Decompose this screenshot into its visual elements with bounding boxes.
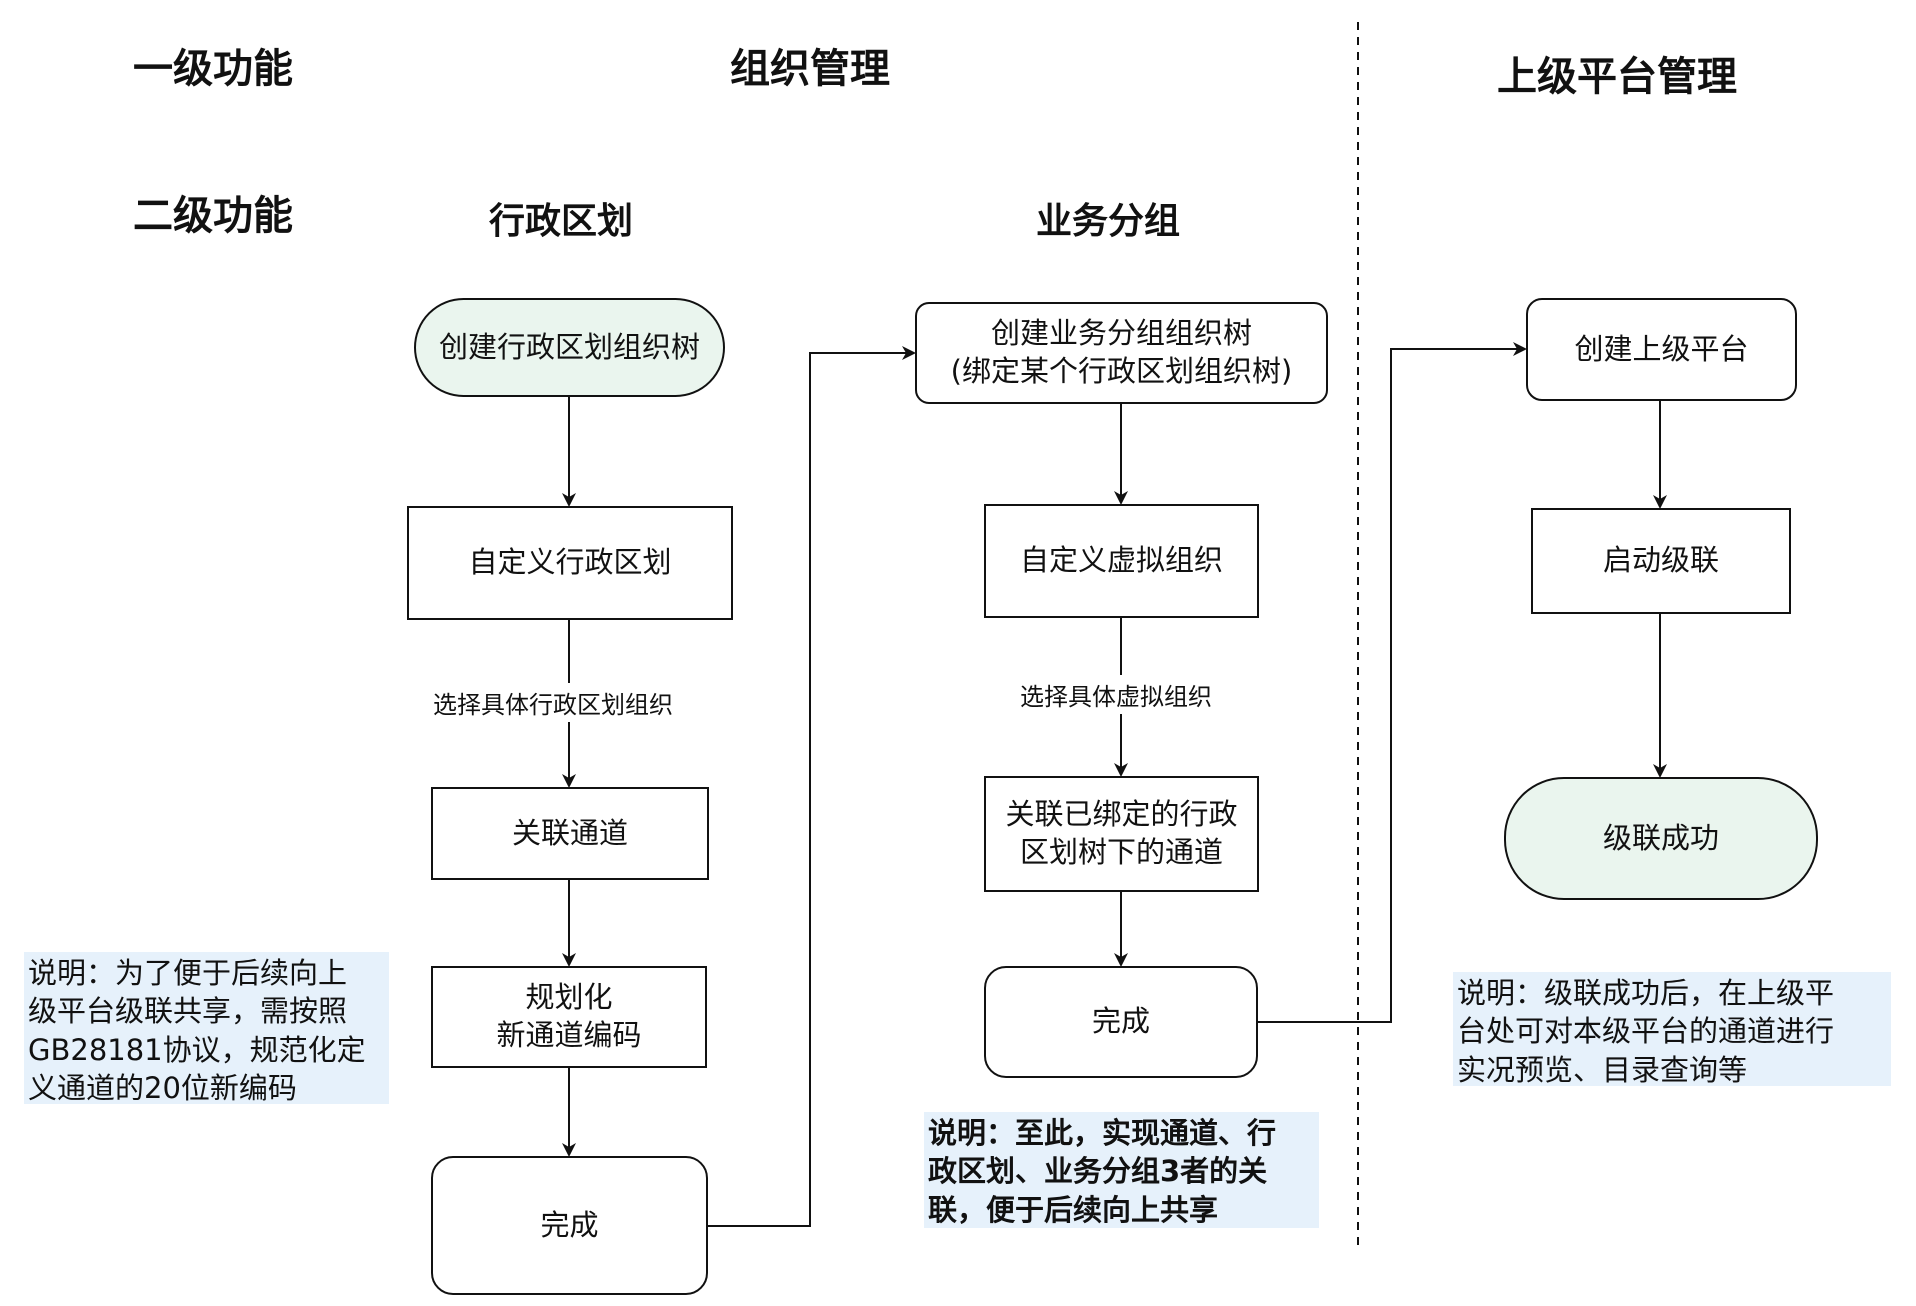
node-label: 完成 (1091, 1004, 1150, 1039)
column-title-admin-division: 行政区划 (489, 201, 634, 242)
node-link-bound-channels: 关联已绑定的行政 区划树下的通道 (984, 776, 1259, 892)
arrow-biz-done-to-upper (1258, 342, 1527, 1023)
node-label: 规划化 新通道编码 (496, 980, 642, 1052)
node-label: 自定义虚拟组织 (1019, 543, 1223, 578)
node-label: 自定义行政区划 (468, 545, 672, 580)
node-label: 级联成功 (1602, 820, 1719, 855)
node-link-channel: 关联通道 (431, 787, 709, 880)
node-label: 创建行政区划组织树 (438, 329, 700, 364)
note-right-cascade-result: 说明：级联成功后，在上级平 台处可对本级平台的通道进行 实况预览、目录查询等 (1453, 972, 1891, 1087)
node-customize-virtual-org: 自定义虚拟组织 (984, 504, 1259, 618)
node-business-done: 完成 (984, 966, 1258, 1078)
edge-label-select-virtual-org: 选择具体虚拟组织 (1016, 675, 1216, 714)
node-create-admin-tree: 创建行政区划组织树 (414, 298, 725, 397)
row-label-level1: 一级功能 (133, 46, 293, 92)
node-label: 创建上级平台 (1574, 331, 1749, 366)
node-label: 创建业务分组组织树 (绑定某个行政区划组织树) (950, 316, 1293, 388)
column-title-business-group: 业务分组 (1036, 201, 1181, 242)
node-plan-channel-code: 规划化 新通道编码 (431, 966, 707, 1068)
edge-label-select-admin-org: 选择具体行政区划组织 (429, 683, 677, 722)
note-left-channel-code: 说明：为了便于后续向上 级平台级联共享，需按照 GB28181协议，规范化定 义… (24, 952, 389, 1105)
node-create-business-tree: 创建业务分组组织树 (绑定某个行政区划组织树) (915, 302, 1328, 404)
node-label: 关联通道 (511, 815, 628, 850)
section-title-upper-platform: 上级平台管理 (1497, 54, 1737, 100)
node-admin-done: 完成 (431, 1156, 708, 1295)
node-create-upper-platform: 创建上级平台 (1526, 298, 1797, 401)
node-label: 完成 (540, 1207, 599, 1242)
node-start-cascade: 启动级联 (1531, 508, 1791, 614)
row-label-level2: 二级功能 (133, 193, 293, 239)
arrow-admin-done-to-business (708, 346, 916, 1227)
node-cascade-success: 级联成功 (1504, 777, 1818, 900)
section-title-org-mgmt: 组织管理 (730, 46, 890, 92)
node-customize-admin-division: 自定义行政区划 (407, 506, 733, 620)
node-label: 启动级联 (1602, 543, 1719, 578)
node-label: 关联已绑定的行政 区划树下的通道 (1005, 797, 1238, 869)
note-middle-association: 说明：至此，实现通道、行 政区划、业务分组3者的关 联，便于后续向上共享 (924, 1112, 1319, 1228)
